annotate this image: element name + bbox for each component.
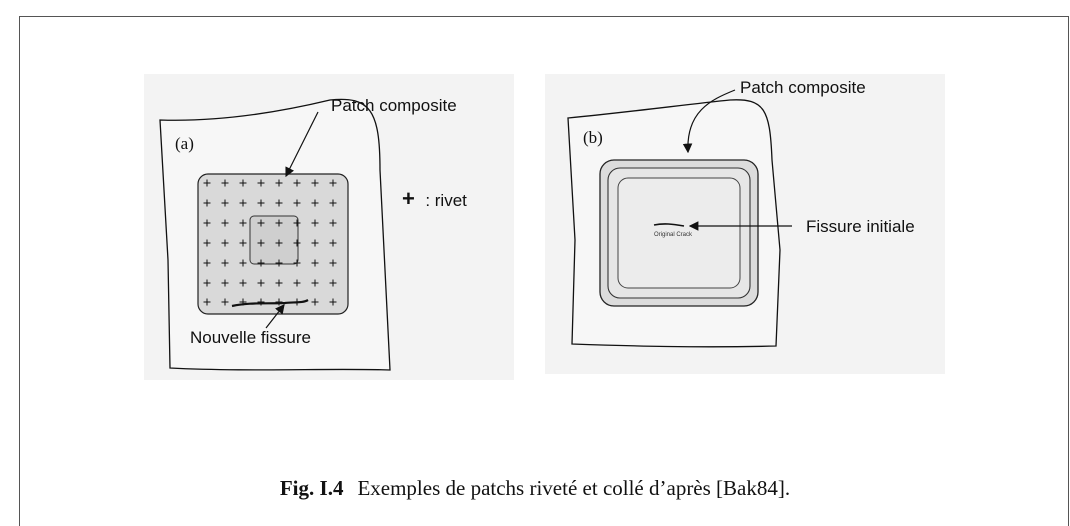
rivet-mark [311, 259, 319, 267]
figure-drawing [159, 89, 792, 371]
rivet-mark [239, 279, 247, 287]
rivet-legend-text: : rivet [425, 191, 467, 210]
figure-frame [19, 16, 1069, 526]
rivet-mark [203, 199, 211, 207]
panel-b-patch-arrow [682, 89, 736, 154]
rivet-mark [293, 259, 301, 267]
rivet-mark [221, 199, 229, 207]
rivet-mark [239, 199, 247, 207]
rivet-mark [275, 259, 283, 267]
rivet-mark [311, 219, 319, 227]
panel-a-patch-arrow [285, 111, 319, 178]
rivet-mark [203, 259, 211, 267]
rivet-mark [203, 179, 211, 187]
panel-a-patch-label: Patch composite [331, 96, 457, 115]
rivet-mark [293, 179, 301, 187]
rivet-mark [329, 179, 337, 187]
rivet-mark [293, 219, 301, 227]
rivet-mark [329, 279, 337, 287]
rivet-mark [203, 219, 211, 227]
rivet-mark [221, 239, 229, 247]
rivet-mark [221, 298, 229, 306]
rivet-mark [203, 239, 211, 247]
rivet-mark [329, 239, 337, 247]
panel-b-crack-label: Fissure initiale [806, 217, 915, 236]
rivet-mark [257, 279, 265, 287]
panel-b-crack [653, 223, 685, 227]
rivet-mark [221, 219, 229, 227]
rivet-mark [257, 179, 265, 187]
rivet-legend-symbol: + [402, 186, 415, 211]
rivet-mark [239, 239, 247, 247]
caption-text: Exemples de patchs riveté et collé d’apr… [357, 476, 791, 500]
rivet-mark [275, 279, 283, 287]
rivet-mark [203, 279, 211, 287]
panel-b-patch-label: Patch composite [740, 78, 866, 97]
panel-a-crack-arrow [265, 304, 285, 329]
rivet-mark [329, 199, 337, 207]
panel-a-crack-label: Nouvelle fissure [190, 328, 311, 347]
panel-a-inner-square [249, 215, 299, 265]
figure-caption: Fig. I.4 Exemples de patchs riveté et col… [0, 476, 1070, 501]
caption-number: Fig. I.4 [279, 476, 344, 500]
rivet-mark [257, 239, 265, 247]
rivet-mark [293, 279, 301, 287]
rivet-mark [239, 259, 247, 267]
rivet-mark [311, 239, 319, 247]
rivet-mark [239, 219, 247, 227]
rivet-mark [221, 259, 229, 267]
rivet-mark [311, 298, 319, 306]
rivet-mark [293, 199, 301, 207]
rivet-mark [221, 179, 229, 187]
panel-a-tag: (a) [175, 134, 194, 153]
rivet-mark [329, 298, 337, 306]
rivet-mark [329, 219, 337, 227]
rivet-mark [257, 199, 265, 207]
rivet-mark [257, 219, 265, 227]
rivet-mark [311, 199, 319, 207]
rivet-mark [311, 179, 319, 187]
rivet-mark [293, 239, 301, 247]
rivet-mark [275, 219, 283, 227]
rivet-mark [221, 279, 229, 287]
panel-b-inner-text: Original Crack [654, 232, 693, 238]
panel-b-patch-inner [617, 177, 741, 289]
panel-b-tag: (b) [583, 128, 603, 147]
rivet-mark [257, 259, 265, 267]
rivet-mark [275, 239, 283, 247]
rivet-mark [275, 179, 283, 187]
rivet-mark [203, 298, 211, 306]
rivet-mark [239, 179, 247, 187]
panel-a-crack [231, 299, 309, 308]
rivet-legend: + : rivet [402, 186, 467, 212]
rivet-mark [311, 279, 319, 287]
rivet-mark [329, 259, 337, 267]
rivet-mark [275, 199, 283, 207]
